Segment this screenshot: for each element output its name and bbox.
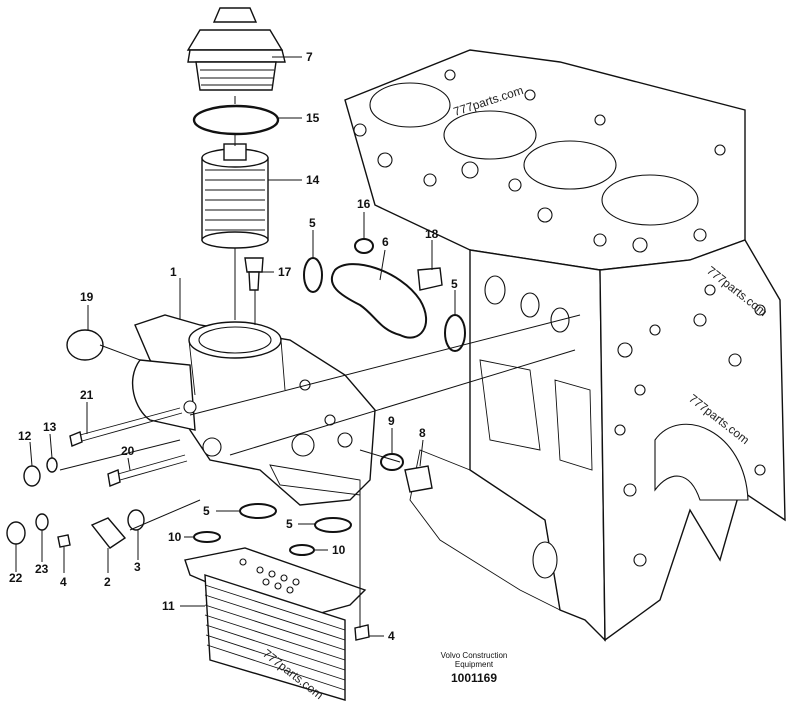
callout-7: 7: [306, 50, 313, 64]
document-number: 1001169: [451, 671, 497, 685]
callout-2: 2: [104, 575, 111, 589]
callout-18: 18: [425, 227, 439, 241]
callout-6: 6: [382, 235, 389, 249]
callout-16: 16: [357, 197, 371, 211]
callout-17: 17: [278, 265, 292, 279]
callout-labels: 7 15 14 16 18 5 6 17 1 19 5 21 13 12 20 …: [9, 50, 458, 643]
callout-5-mid-left: 5: [203, 504, 210, 518]
oil-cooler: [184, 547, 367, 701]
callout-10-left: 10: [168, 530, 182, 544]
callout-4-bottom: 4: [388, 629, 395, 643]
credit-line-2: Equipment: [455, 660, 494, 669]
credit-line-1: Volvo Construction: [441, 651, 508, 660]
callout-3: 3: [134, 560, 141, 574]
callout-5-right: 5: [451, 277, 458, 291]
callout-15: 15: [306, 111, 320, 125]
credit-block: Volvo Construction Equipment 1001169: [441, 651, 508, 685]
callout-20: 20: [121, 444, 135, 458]
callout-12: 12: [18, 429, 32, 443]
callout-21: 21: [80, 388, 94, 402]
callout-19: 19: [80, 290, 94, 304]
filter-cap: [186, 7, 286, 91]
callout-4-left: 4: [60, 575, 67, 589]
callout-8: 8: [419, 426, 426, 440]
filter-element: [201, 143, 269, 249]
callout-leaders: [15, 56, 456, 637]
callout-14: 14: [306, 173, 320, 187]
callout-13: 13: [43, 420, 57, 434]
callout-9: 9: [388, 414, 395, 428]
filter-housing: [131, 314, 376, 506]
callout-5-top: 5: [309, 216, 316, 230]
assembly-lines: [59, 290, 581, 628]
o-ring-large: [192, 104, 280, 136]
callout-22: 22: [9, 571, 23, 585]
engine-block: [344, 49, 786, 642]
callout-23: 23: [35, 562, 49, 576]
callout-5-mid-right: 5: [286, 517, 293, 531]
callout-1: 1: [170, 265, 177, 279]
callout-10-right: 10: [332, 543, 346, 557]
callout-11: 11: [162, 599, 175, 613]
